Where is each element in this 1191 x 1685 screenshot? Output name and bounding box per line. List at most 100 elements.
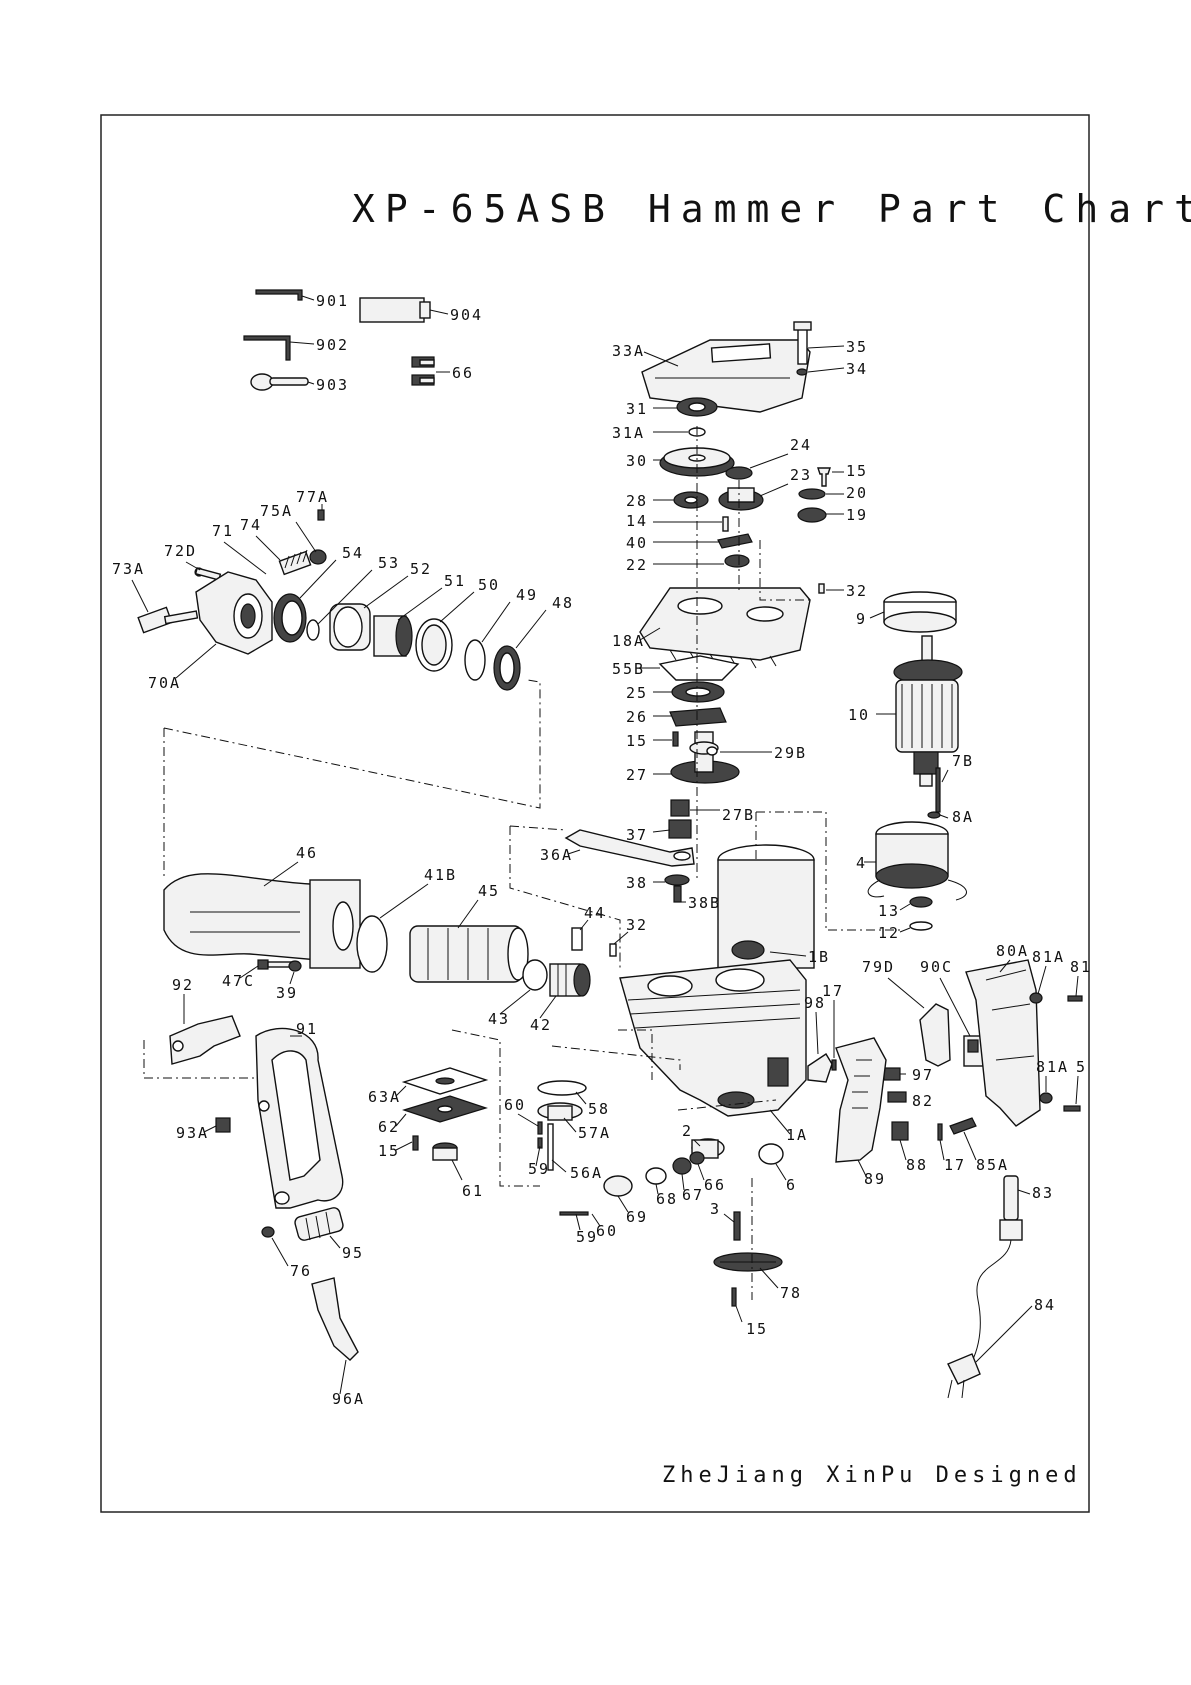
part-number-label-26: 26 (626, 708, 648, 726)
part-number-label-41b: 41B (424, 866, 457, 884)
pin-44-drawing (571, 927, 583, 951)
screw-15-bottom-drawing (731, 1287, 737, 1307)
rod-56A-drawing (547, 1123, 554, 1171)
nut-81A-bottom-drawing (1039, 1092, 1053, 1104)
part-number-label-51: 51 (444, 572, 466, 590)
piston-52-drawing (329, 603, 371, 651)
leader-line-45 (457, 899, 479, 929)
part-number-label-22: 22 (626, 556, 648, 574)
assembly-line-gear (696, 426, 810, 880)
cap-77A-drawing (317, 509, 325, 521)
part-number-label-27: 27 (626, 766, 648, 784)
part-number-label-79d: 79D (862, 958, 895, 976)
side-handle-91-drawing (255, 1027, 344, 1209)
part-number-label-45: 45 (478, 882, 500, 900)
part-number-label-15d: 15 (746, 1320, 768, 1338)
part-number-label-38: 38 (626, 874, 648, 892)
leader-line-33a (643, 351, 679, 367)
spring-washer-8A-drawing (927, 811, 941, 819)
leader-line-15d (735, 1305, 743, 1323)
part-number-label-35: 35 (846, 338, 868, 356)
leader-line-72d (185, 561, 201, 571)
leader-line-2 (693, 1139, 701, 1147)
gear-30-drawing (659, 447, 735, 477)
bolt-73A-drawing (137, 606, 199, 634)
part-number-label-75a: 75A (260, 502, 293, 520)
leader-line-78 (759, 1267, 779, 1289)
part-number-label-28: 28 (626, 492, 648, 510)
assembly-line-rear (677, 1099, 777, 1300)
part-number-label-95: 95 (342, 1244, 364, 1262)
leader-line-59b (575, 1213, 581, 1231)
o-ring-53-drawing (306, 619, 320, 641)
part-number-label-43: 43 (488, 1010, 510, 1028)
part-number-label-81ab: 81A (1036, 1058, 1069, 1076)
bushing-42-drawing (549, 963, 591, 997)
screw-15-top-drawing (817, 467, 831, 487)
leader-line-88 (899, 1139, 907, 1161)
part-number-label-23: 23 (790, 466, 812, 484)
part-number-label-98: 98 (804, 994, 826, 1012)
leader-line-58 (575, 1091, 587, 1105)
leader-line-18a (639, 627, 661, 641)
needle-bearing-27B-drawing (670, 799, 690, 817)
cable-sleeve-83-drawing (999, 1175, 1023, 1241)
part-number-label-18a: 18A (612, 632, 645, 650)
part-number-label-52: 52 (410, 560, 432, 578)
leader-line-901 (301, 295, 315, 301)
leader-line-59a (535, 1145, 541, 1167)
cable-clamp-85A-drawing (949, 1117, 977, 1135)
leader-line-96a (339, 1359, 347, 1395)
gearbox-housing-18A-drawing (639, 587, 811, 669)
leader-line-52 (363, 575, 409, 609)
leader-line-44 (579, 919, 589, 931)
part-number-label-19: 19 (846, 506, 868, 524)
part-number-label-91: 91 (296, 1020, 318, 1038)
washer-20-drawing (798, 488, 826, 500)
rear-handle-89-drawing (835, 1037, 887, 1163)
ring-68-drawing (645, 1167, 667, 1185)
part-number-label-60a: 60 (504, 1096, 526, 1114)
clamp-82-drawing (887, 1091, 907, 1103)
spring-3-drawing (733, 1211, 741, 1241)
part-number-label-88: 88 (906, 1156, 928, 1174)
part-number-label-42: 42 (530, 1016, 552, 1034)
screw-5-drawing (1063, 1105, 1081, 1112)
ring-67-drawing (672, 1157, 692, 1175)
leader-line-98 (815, 1011, 819, 1055)
bearing-22-drawing (724, 554, 750, 568)
part-number-label-46: 46 (296, 844, 318, 862)
leader-line-9 (869, 611, 885, 619)
spring-74-drawing (278, 549, 312, 576)
part-number-label-48: 48 (552, 594, 574, 612)
part-number-label-7b: 7B (952, 752, 974, 770)
screw-38B-drawing (673, 885, 682, 903)
part-number-label-60b: 60 (596, 1222, 618, 1240)
part-number-label-66top: 66 (452, 364, 474, 382)
pin-32-mid-drawing (609, 943, 617, 957)
bushing-97-drawing (883, 1067, 901, 1081)
leader-line-68 (655, 1183, 659, 1195)
part-number-label-72d: 72D (164, 542, 197, 560)
part-number-label-55b: 55B (612, 660, 645, 678)
leader-line-42 (539, 995, 557, 1019)
part-number-label-80a: 80A (996, 942, 1029, 960)
part-number-label-81: 81 (1070, 958, 1092, 976)
motor-housing-1B-drawing (717, 844, 815, 969)
bearing-13-drawing (909, 896, 933, 908)
part-number-label-54: 54 (342, 544, 364, 562)
part-number-label-67: 67 (682, 1186, 704, 1204)
pin-32-top-drawing (818, 583, 825, 594)
part-number-label-63a: 63A (368, 1088, 401, 1106)
part-number-label-8a: 8A (952, 808, 974, 826)
wrench-903-drawing (250, 373, 309, 391)
leader-line-53 (317, 569, 373, 625)
screw-15-bottom-left-drawing (412, 1135, 419, 1151)
leader-line-3 (723, 1213, 735, 1223)
part-number-label-32b: 32 (626, 916, 648, 934)
part-number-label-47c: 47C (222, 972, 255, 990)
leader-line-66b (697, 1163, 705, 1181)
part-number-label-902: 902 (316, 336, 349, 354)
cable-guard-88-drawing (891, 1121, 909, 1141)
